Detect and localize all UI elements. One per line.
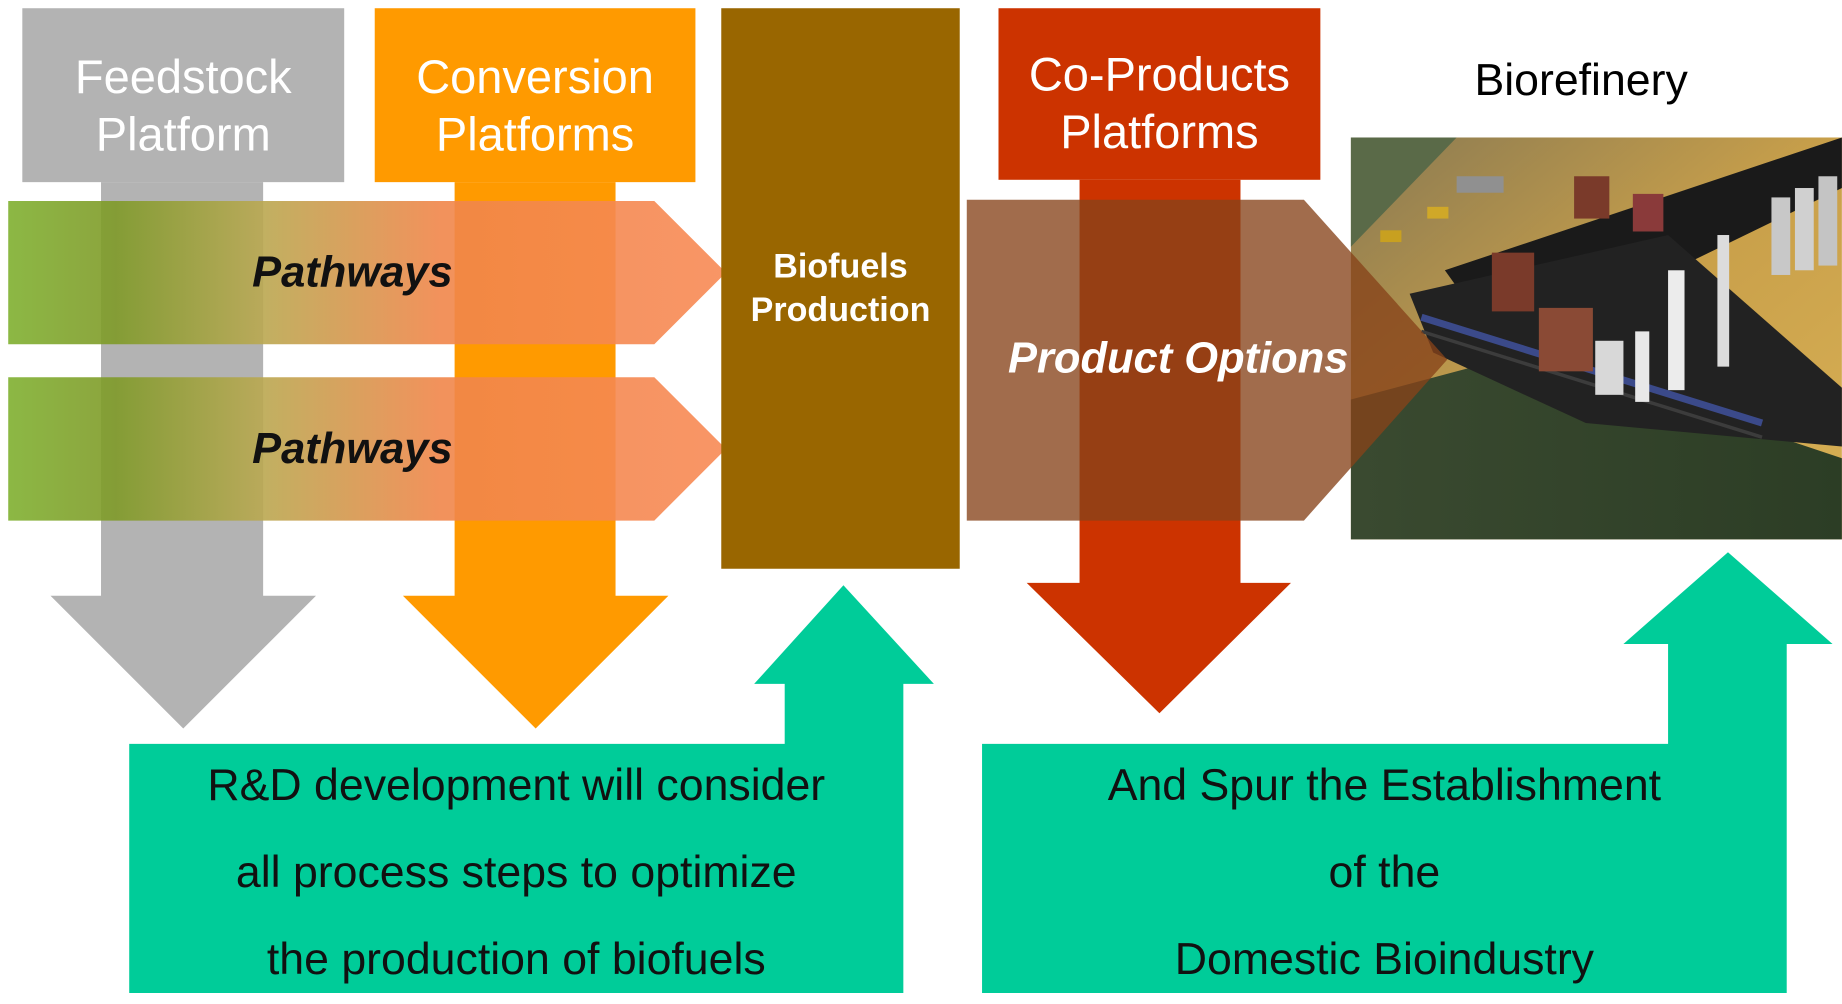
- biofuels-line1: Biofuels: [773, 247, 908, 286]
- coproducts-platform-label: Co-Products Platforms: [998, 47, 1320, 162]
- rd-note-line1: R&D development will consider: [207, 761, 826, 811]
- product-options-arrow: [966, 199, 1448, 521]
- feedstock-platform-label: Feedstock Platform: [22, 49, 344, 164]
- biorefinery-image: [1350, 137, 1842, 540]
- rd-note-line2: all process steps to optimize: [235, 848, 797, 898]
- spur-note-line2: of the: [1328, 848, 1441, 898]
- rd-note-line3: the production of biofuels: [266, 935, 766, 985]
- feedstock-platform-box: [22, 8, 345, 183]
- pathway-label-2: Pathways: [252, 424, 453, 473]
- pathway-label-1: Pathways: [252, 247, 453, 297]
- feedstock-line1: Feedstock: [74, 51, 292, 104]
- conversion-platform-label: Conversion Platforms: [375, 49, 696, 164]
- coproducts-platform-box: [998, 8, 1321, 180]
- rd-note-shape: [129, 585, 934, 993]
- biofuels-production-label: Biofuels Production: [721, 246, 959, 333]
- product-options-label: Product Options: [1007, 333, 1349, 382]
- spur-note-line3: Domestic Bioindustry: [1174, 935, 1595, 985]
- spur-note-line1: And Spur the Establishment: [1107, 761, 1662, 811]
- conversion-line1: Conversion: [416, 51, 654, 104]
- pathway-arrow-1: [8, 200, 726, 345]
- conversion-platform-box: [374, 8, 696, 183]
- spur-note-shape: [982, 552, 1833, 993]
- pathway-arrow-2: [8, 377, 726, 521]
- rd-note-text: R&D development will consider all proces…: [129, 743, 903, 1004]
- coproducts-line1: Co-Products: [1028, 49, 1291, 102]
- spur-note-text: And Spur the Establishment of the Domest…: [982, 743, 1787, 1004]
- biofuels-line2: Production: [750, 291, 931, 330]
- biorefinery-title: Biorefinery: [1474, 56, 1688, 106]
- coproducts-line2: Platforms: [1060, 106, 1259, 159]
- feedstock-line2: Platform: [95, 109, 271, 161]
- conversion-line2: Platforms: [435, 109, 635, 161]
- biofuels-production-box: [721, 8, 960, 569]
